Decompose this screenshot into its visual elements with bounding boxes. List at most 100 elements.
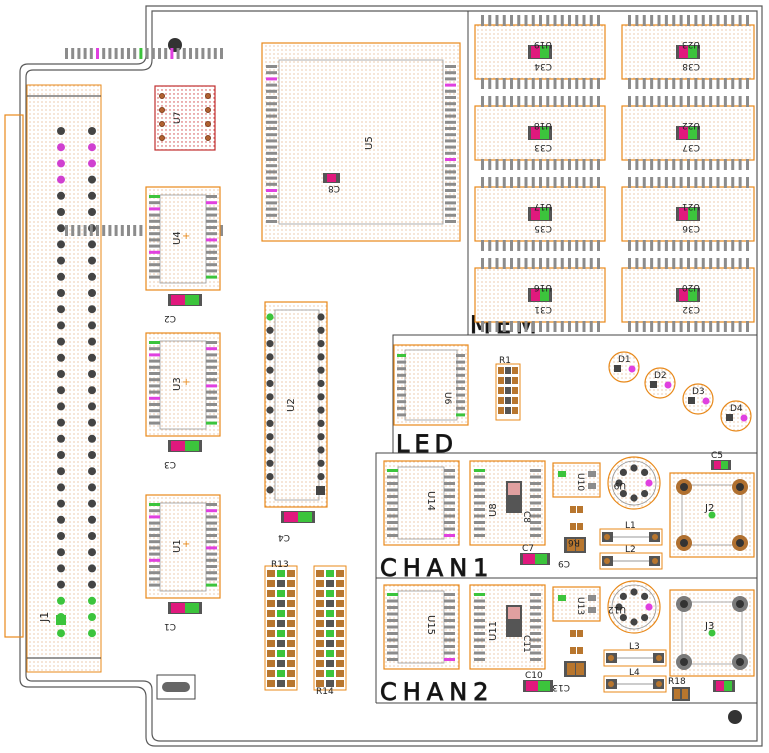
u1-label: U1 (172, 539, 183, 553)
cap-c33-label: C33 (534, 142, 552, 152)
svg-text:+: + (182, 231, 190, 242)
chip-u12: U12 (607, 580, 661, 634)
cap-c5-label: C5 (711, 451, 723, 461)
switch-sw1[interactable] (156, 674, 196, 700)
u15-label: U15 (425, 615, 436, 635)
j1-pin (57, 289, 65, 297)
j1-pin (88, 337, 96, 346)
j1-pin (88, 175, 96, 184)
j1-pin (88, 386, 96, 395)
j1-pin (88, 580, 96, 589)
cap-c1-label: C1 (164, 621, 176, 631)
l2-label: L2 (625, 545, 636, 555)
j1-pin (57, 596, 65, 605)
resistor-r1: R1 (495, 356, 521, 421)
r18-label: R18 (668, 677, 686, 687)
svg-text:C8: C8 (328, 183, 340, 193)
chan1-region-label: CHAN1 (380, 554, 494, 582)
cap-c13-label: C13 (552, 682, 570, 692)
memory-chips: U19C34U18C33U17C35U16C31U23C38U22C37U21C… (474, 15, 755, 332)
u21-label: U21 (682, 201, 700, 211)
j1-pin (57, 240, 65, 249)
cap-c5: C5 (711, 451, 731, 470)
j1-pin (88, 548, 96, 557)
j1-pin (57, 483, 65, 492)
u12-label: U12 (608, 604, 626, 614)
j1-pin (57, 499, 65, 508)
c11-label: C11 (521, 635, 531, 653)
cap-c7: C7 (520, 544, 550, 565)
j1-pin (88, 596, 96, 605)
chip-u13: U13 (552, 586, 601, 622)
j1-pin (88, 515, 96, 524)
d3-label: D3 (692, 387, 705, 397)
j1-pin (88, 191, 96, 200)
chip-u9: U9 (607, 456, 661, 510)
u23-label: U23 (682, 39, 700, 49)
j1-pin (88, 564, 96, 573)
j1-pin (88, 499, 96, 508)
resistor-r18: R18 (668, 677, 690, 701)
j1-pin (88, 451, 96, 459)
cap-c7-label: C7 (522, 544, 534, 554)
cap-c36-label: C36 (682, 223, 700, 233)
chip-u10: U10 (552, 462, 601, 498)
j1-pin (88, 402, 96, 411)
j1-pin (88, 272, 96, 281)
j1-pin (88, 256, 96, 265)
led-d4: D4 (720, 400, 752, 432)
u22-label: U22 (682, 120, 700, 130)
j2-label: J2 (704, 503, 714, 514)
j1-pin (57, 467, 65, 476)
j1-pin (57, 629, 65, 638)
j1-pin (88, 305, 96, 314)
j1-pin (57, 305, 65, 314)
j1-pin (88, 613, 96, 621)
cap-c37-label: C37 (682, 142, 700, 152)
j1-pin (57, 321, 65, 330)
region-lines (375, 11, 757, 704)
cap-c8: C8 (323, 173, 340, 193)
led-d2: D2 (644, 367, 676, 399)
chip-u2: U2 (264, 301, 328, 508)
cap-c9-label: C9 (558, 558, 570, 568)
j1-pin (88, 289, 96, 297)
cap-c4-label: C4 (278, 532, 290, 542)
j1-pin (57, 548, 65, 557)
svg-text:+: + (182, 377, 190, 388)
j1-pin (88, 321, 96, 330)
u4-label: U4 (172, 231, 183, 245)
j1-pin (88, 629, 96, 638)
j1-pin (57, 402, 65, 411)
resistor-packs (264, 565, 347, 691)
cap-c35-label: C35 (534, 223, 552, 233)
u3-label: U3 (172, 377, 183, 391)
j1-pin (88, 434, 96, 443)
cap-c3-label: C3 (164, 459, 176, 469)
j1-pin (57, 175, 65, 184)
j1-pin (88, 159, 96, 168)
r14-label: R14 (316, 687, 334, 697)
j1-pin (57, 418, 65, 427)
j1-pin (57, 127, 65, 135)
c8-label: C8 (521, 511, 531, 523)
u7-label: U7 (173, 112, 183, 124)
u20-label: U20 (682, 282, 700, 292)
j1-pin (57, 208, 65, 216)
u11-label: U11 (488, 621, 499, 641)
small-resistors (564, 630, 586, 677)
chip-u3: U3+ C3 (145, 332, 221, 469)
j1-pin (88, 127, 96, 135)
j1-pin (88, 418, 96, 427)
